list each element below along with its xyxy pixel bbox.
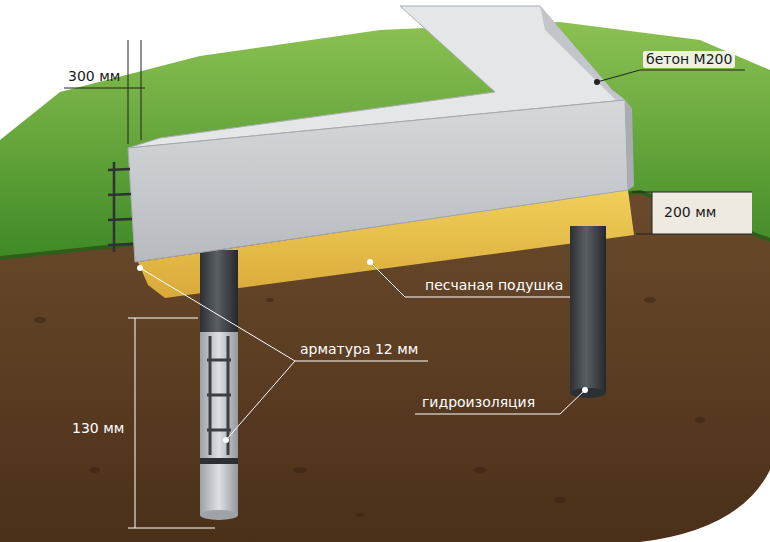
extension-line xyxy=(632,192,752,193)
dimension-label: 300 мм xyxy=(68,68,120,85)
pile-casing-ring xyxy=(200,458,238,464)
leader-line xyxy=(415,390,585,414)
pebble xyxy=(474,467,486,473)
leader-dot xyxy=(137,265,143,271)
extension-line xyxy=(636,234,752,235)
rebar-tie xyxy=(207,394,231,397)
extension-line xyxy=(128,528,215,529)
left-pile xyxy=(200,250,238,520)
leader-dot xyxy=(223,437,229,443)
pebble xyxy=(90,467,100,473)
pile-rebar xyxy=(207,336,231,455)
rebar xyxy=(108,244,133,245)
right-pile xyxy=(570,226,606,398)
rebar-tie xyxy=(207,359,231,362)
beam-end xyxy=(625,100,634,190)
dimension-300 xyxy=(64,40,145,144)
dimension-line xyxy=(135,318,136,528)
dimension-label: 200 мм xyxy=(664,204,716,221)
pebble xyxy=(644,297,656,303)
pebble xyxy=(695,417,705,423)
dimension-200 xyxy=(632,192,752,234)
dimension-130 xyxy=(128,318,215,528)
leader-lines xyxy=(137,70,745,443)
rebar xyxy=(108,169,130,170)
extension-line xyxy=(128,318,198,319)
part-label: песчаная подушка xyxy=(425,277,563,294)
pile-casing xyxy=(570,226,606,393)
dimension-ground xyxy=(652,192,752,234)
extension-line xyxy=(128,40,129,144)
leader-line xyxy=(226,361,295,440)
leader-line xyxy=(140,268,428,361)
pile-core xyxy=(200,332,238,515)
part-label: арматура 12 мм xyxy=(300,341,418,358)
pebble xyxy=(34,317,46,323)
beam-rebar xyxy=(108,162,133,252)
beam-front xyxy=(128,100,628,262)
rebar-tie xyxy=(207,429,231,432)
pebble xyxy=(293,467,307,473)
pile-bottom xyxy=(200,510,238,520)
rebar xyxy=(108,194,131,195)
dimension-label: 130 мм xyxy=(72,420,124,437)
leader-dot xyxy=(594,79,600,85)
concrete-beam xyxy=(108,6,634,262)
pebble xyxy=(554,497,566,503)
part-label: гидроизоляция xyxy=(422,394,535,411)
pebble xyxy=(355,513,365,517)
dimension-line xyxy=(652,192,653,234)
leader-line xyxy=(370,262,570,297)
rebar xyxy=(108,219,132,220)
leader-line xyxy=(597,70,745,82)
pile-casing xyxy=(200,250,238,332)
rebar xyxy=(113,162,116,252)
pile-bottom xyxy=(570,388,606,398)
leader-dot xyxy=(582,387,588,393)
pebble xyxy=(266,298,274,302)
dimension-line xyxy=(64,88,145,89)
extension-line xyxy=(141,40,142,140)
beam-side xyxy=(540,6,628,112)
material-label: бетон М200 xyxy=(643,51,735,68)
leader-dot xyxy=(367,259,373,265)
